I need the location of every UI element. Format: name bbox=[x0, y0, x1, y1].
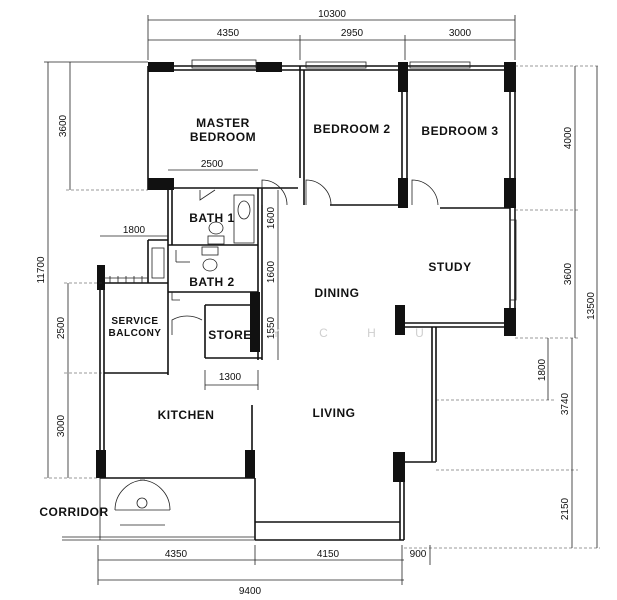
label-bath-2: BATH 2 bbox=[189, 275, 234, 289]
label-store: STORE bbox=[208, 328, 252, 342]
dim-left-1: 3600 bbox=[58, 114, 69, 137]
dim-left-total: 11700 bbox=[36, 256, 47, 284]
dim-top-1: 4350 bbox=[217, 28, 240, 39]
dim-right-5: 2150 bbox=[560, 497, 571, 520]
dim-mid-1: 1600 bbox=[266, 206, 277, 229]
dim-top-3: 3000 bbox=[449, 28, 472, 39]
doors bbox=[114, 179, 439, 526]
dim-bottom-3: 900 bbox=[410, 549, 427, 560]
columns bbox=[96, 62, 516, 482]
dim-bottom-total: 9400 bbox=[239, 586, 262, 597]
label-bath-1: BATH 1 bbox=[189, 211, 234, 225]
label-master-bedroom-line1: MASTER bbox=[196, 116, 250, 130]
dim-bath-width: 1800 bbox=[123, 225, 146, 236]
dimension-lines bbox=[44, 15, 600, 585]
label-service-balcony-line1: SERVICE bbox=[111, 316, 158, 327]
dim-top-2: 2950 bbox=[341, 28, 364, 39]
label-living: LIVING bbox=[312, 406, 355, 420]
dimension-labels: 10300 4350 2950 3000 2500 1800 1300 4350… bbox=[36, 9, 597, 597]
label-bedroom-3: BEDROOM 3 bbox=[421, 124, 498, 138]
label-bedroom-2: BEDROOM 2 bbox=[313, 122, 390, 136]
dim-left-2: 2500 bbox=[56, 316, 67, 339]
room-labels: MASTER BEDROOM BEDROOM 2 BEDROOM 3 BATH … bbox=[39, 116, 498, 519]
dim-right-2: 3600 bbox=[563, 262, 574, 285]
label-master-bedroom-line2: BEDROOM bbox=[190, 130, 256, 144]
dim-top-total: 10300 bbox=[318, 9, 346, 20]
dim-mid-2: 1600 bbox=[266, 260, 277, 283]
fixtures bbox=[109, 194, 255, 283]
watermark: Y C H U bbox=[272, 326, 442, 340]
dim-master-width: 2500 bbox=[201, 159, 224, 170]
dim-bottom-2: 4150 bbox=[317, 549, 340, 560]
label-corridor: CORRIDOR bbox=[39, 505, 108, 519]
dim-store-width: 1300 bbox=[219, 372, 242, 383]
dim-right-3: 1800 bbox=[537, 358, 548, 381]
dim-mid-3: 1550 bbox=[266, 316, 277, 339]
dim-right-1: 4000 bbox=[563, 126, 574, 149]
label-kitchen: KITCHEN bbox=[158, 408, 215, 422]
dim-left-3: 3000 bbox=[56, 414, 67, 437]
label-dining: DINING bbox=[315, 286, 360, 300]
windows bbox=[104, 59, 517, 301]
label-service-balcony-line2: BALCONY bbox=[109, 328, 162, 339]
label-study: STUDY bbox=[428, 260, 471, 274]
dim-bottom-1: 4350 bbox=[165, 549, 188, 560]
dim-right-total: 13500 bbox=[586, 292, 597, 320]
balcony-railing bbox=[109, 276, 143, 283]
dim-right-4: 3740 bbox=[560, 392, 571, 415]
